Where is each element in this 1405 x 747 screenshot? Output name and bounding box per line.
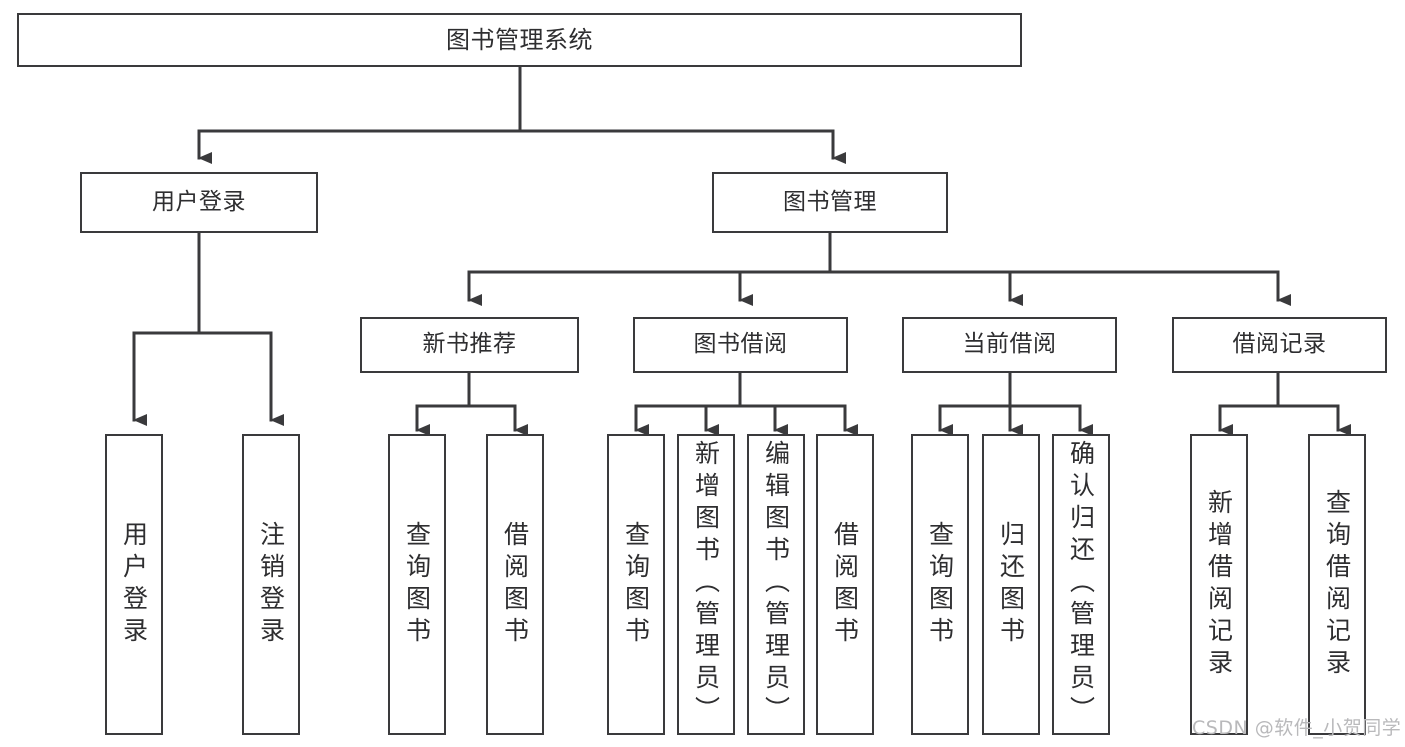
node-label: 图书管理系统 (446, 25, 593, 54)
leaf-add-borrow-record[interactable]: 新增借阅记录 (1190, 434, 1248, 735)
node-label: 图书借阅 (693, 331, 788, 358)
leaf-confirm-return-admin[interactable]: 确认归还（管理员） (1052, 434, 1110, 735)
node-label: 借阅图书 (830, 520, 860, 649)
node-label: 确认归还（管理员） (1066, 440, 1096, 728)
leaf-borrow-books[interactable]: 借阅图书 (816, 434, 874, 735)
node-label: 查询图书 (621, 520, 651, 649)
node-label: 图书管理 (783, 188, 877, 215)
leaf-query-books-borrow[interactable]: 查询图书 (607, 434, 665, 735)
leaf-user-login[interactable]: 用户登录 (105, 434, 163, 735)
leaf-add-book-admin[interactable]: 新增图书（管理员） (677, 434, 735, 735)
leaf-return-books[interactable]: 归还图书 (982, 434, 1040, 735)
node-book-borrow[interactable]: 图书借阅 (633, 317, 848, 373)
node-label: 用户登录 (119, 520, 149, 649)
node-current-borrow[interactable]: 当前借阅 (902, 317, 1117, 373)
node-label: 新书推荐 (422, 331, 517, 358)
node-label: 查询图书 (925, 520, 955, 649)
node-borrow-records[interactable]: 借阅记录 (1172, 317, 1387, 373)
leaf-query-books-recommend[interactable]: 查询图书 (388, 434, 446, 735)
node-label: 当前借阅 (962, 331, 1057, 358)
node-label: 新增图书（管理员） (691, 440, 721, 728)
node-label: 查询借阅记录 (1322, 488, 1352, 681)
csdn-watermark: CSDN @软件_小贺同学 (1192, 717, 1402, 739)
node-label: 新增借阅记录 (1204, 488, 1234, 681)
leaf-query-borrow-record[interactable]: 查询借阅记录 (1308, 434, 1366, 735)
node-book-management[interactable]: 图书管理 (712, 172, 948, 233)
node-label: 注销登录 (256, 520, 286, 649)
node-root-system[interactable]: 图书管理系统 (17, 13, 1022, 67)
node-label: 查询图书 (402, 520, 432, 649)
node-user-login[interactable]: 用户登录 (80, 172, 318, 233)
node-label: 借阅记录 (1232, 331, 1327, 358)
leaf-borrow-books-recommend[interactable]: 借阅图书 (486, 434, 544, 735)
leaf-logout[interactable]: 注销登录 (242, 434, 300, 735)
node-label: 用户登录 (152, 188, 246, 215)
node-label: 编辑图书（管理员） (761, 440, 791, 728)
leaf-edit-book-admin[interactable]: 编辑图书（管理员） (747, 434, 805, 735)
node-label: 借阅图书 (500, 520, 530, 649)
node-new-book-recommend[interactable]: 新书推荐 (360, 317, 579, 373)
leaf-query-books-current[interactable]: 查询图书 (911, 434, 969, 735)
node-label: 归还图书 (996, 520, 1026, 649)
